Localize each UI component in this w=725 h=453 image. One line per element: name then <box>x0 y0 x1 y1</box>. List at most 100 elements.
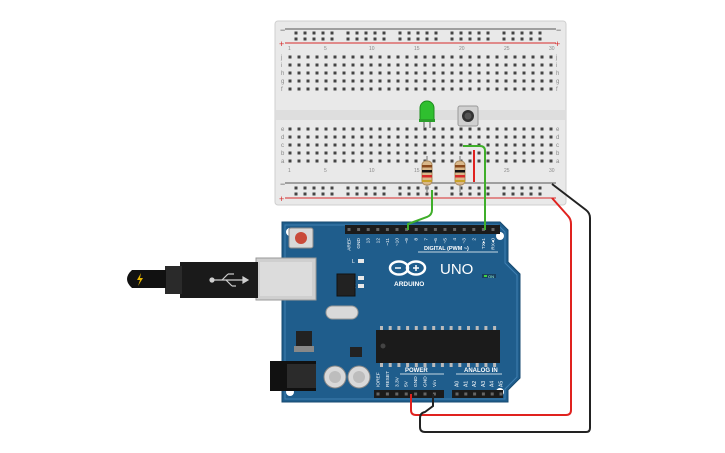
analog-pin-label: A1 <box>463 381 469 387</box>
hole <box>306 159 310 163</box>
hole <box>549 87 553 91</box>
hole <box>495 87 499 91</box>
digital-pin-label: RX◂0 <box>491 238 497 250</box>
hole <box>333 159 337 163</box>
row-letter: i <box>281 63 282 69</box>
hole <box>450 79 454 83</box>
chip-pin <box>380 363 383 367</box>
hole <box>423 55 427 59</box>
digital-pin-label: 13 <box>366 238 372 244</box>
hole <box>540 135 544 139</box>
row-letter: h <box>556 71 559 77</box>
rail-hole <box>398 186 402 190</box>
reset-button[interactable] <box>288 227 314 249</box>
hole <box>306 151 310 155</box>
hole <box>531 127 535 131</box>
wire-black-gnd[interactable] <box>419 183 591 433</box>
chip-pin <box>397 363 401 367</box>
hole <box>378 87 382 91</box>
usb-connector[interactable] <box>127 257 317 301</box>
hole <box>405 143 409 147</box>
rail-hole <box>346 192 350 196</box>
analog-pin-label: A0 <box>455 381 461 387</box>
hole <box>459 87 463 91</box>
hole <box>495 159 499 163</box>
chip-pin <box>423 363 427 367</box>
hole <box>423 127 427 131</box>
hole <box>315 159 319 163</box>
hole <box>288 55 292 59</box>
hole <box>342 127 346 131</box>
power-pin-label: IOREF <box>376 372 382 387</box>
rail-hole <box>450 192 454 196</box>
rail-hole <box>312 37 316 41</box>
pin-hole <box>366 228 370 231</box>
hole <box>450 87 454 91</box>
hole <box>387 159 391 163</box>
hole <box>450 135 454 139</box>
hole <box>459 135 463 139</box>
pin-hole <box>473 392 477 396</box>
resistor-2[interactable] <box>454 156 466 192</box>
pin-hole <box>376 392 380 396</box>
rail-hole <box>520 186 524 190</box>
rail-hole <box>520 37 524 41</box>
hole <box>369 143 373 147</box>
rail-hole <box>312 186 316 190</box>
hole <box>414 79 418 83</box>
hole <box>360 79 364 83</box>
chip-pin <box>388 363 392 367</box>
column-number: 30 <box>549 46 555 52</box>
green-led[interactable] <box>419 100 435 128</box>
hole <box>351 63 355 67</box>
digital-pin-label: 2 <box>471 238 477 241</box>
hole <box>486 55 490 59</box>
pin-hole <box>490 392 494 396</box>
rail-hole <box>511 37 515 41</box>
hole <box>378 143 382 147</box>
hole <box>396 143 400 147</box>
chip-pin <box>493 326 497 330</box>
digital-pin-label: ~6 <box>433 238 439 244</box>
hole <box>342 143 346 147</box>
hole <box>306 143 310 147</box>
row-letter: h <box>281 71 284 77</box>
hole <box>423 135 427 139</box>
rail-hole <box>346 186 350 190</box>
wire-red-5v[interactable] <box>410 197 572 416</box>
hole <box>441 63 445 67</box>
hole <box>468 127 472 131</box>
hole <box>414 143 418 147</box>
led-label-l: L <box>352 259 355 265</box>
hole <box>468 55 472 59</box>
hole <box>342 87 346 91</box>
rail-hole <box>364 31 368 35</box>
hole <box>522 79 526 83</box>
rail-hole <box>330 186 334 190</box>
hole <box>324 127 328 131</box>
resistor-1[interactable] <box>421 156 433 192</box>
rail-hole <box>321 37 325 41</box>
rail-hole <box>538 192 542 196</box>
rail-hole <box>486 192 490 196</box>
rail-minus-label-top-right: − <box>556 25 561 35</box>
wire-green-pin2[interactable] <box>463 145 486 230</box>
hole <box>378 55 382 59</box>
hole <box>522 63 526 67</box>
pin-hole <box>491 228 495 231</box>
hole <box>288 71 292 75</box>
pin-hole <box>462 228 466 231</box>
digital-pin-label: ~11 <box>385 238 391 246</box>
analog-pin-label: A3 <box>481 381 487 387</box>
rail-hole <box>373 192 377 196</box>
rail-hole <box>382 31 386 35</box>
pushbutton[interactable] <box>457 105 479 127</box>
hole <box>333 87 337 91</box>
hole <box>513 63 517 67</box>
wire-green-pin9[interactable] <box>407 190 433 230</box>
hole <box>369 151 373 155</box>
hole <box>387 143 391 147</box>
hole <box>405 55 409 59</box>
hole <box>486 143 490 147</box>
